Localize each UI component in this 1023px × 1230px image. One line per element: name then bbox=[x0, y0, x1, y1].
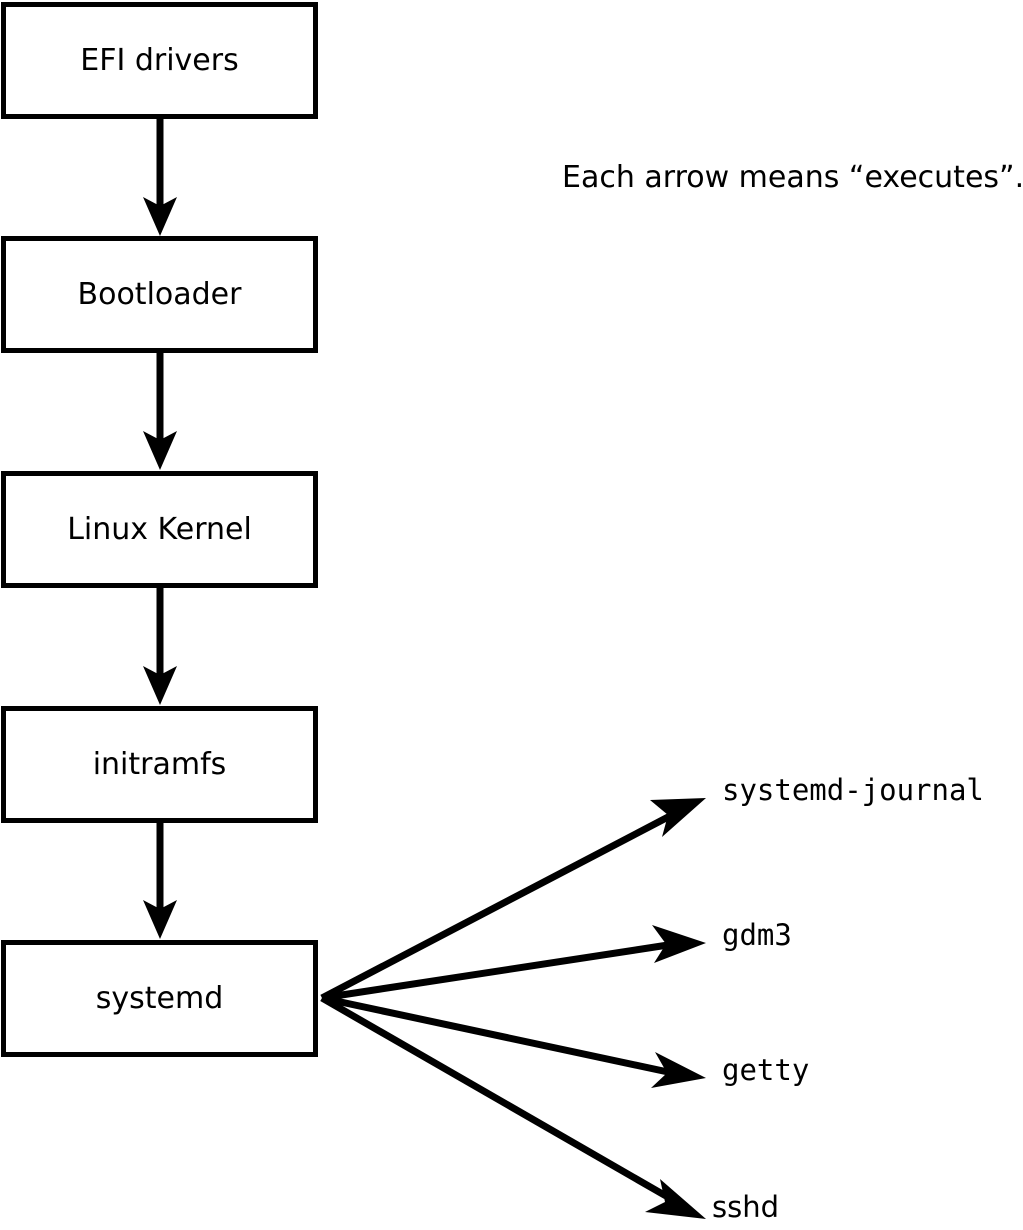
boot-stage-box-linux-kernel[interactable]: Linux Kernel bbox=[1, 471, 318, 588]
arrow-systemd-to-systemd-journal bbox=[320, 798, 706, 1002]
arrow-efi-drivers-to-bootloader bbox=[143, 119, 177, 236]
service-label-sshd: sshd bbox=[712, 1190, 780, 1224]
arrow-systemd-to-getty bbox=[321, 994, 706, 1088]
boot-stage-label-efi-drivers: EFI drivers bbox=[80, 42, 239, 78]
arrow-linux-kernel-to-initramfs bbox=[143, 588, 177, 705]
boot-stage-box-initramfs[interactable]: initramfs bbox=[1, 706, 318, 823]
boot-stage-label-systemd: systemd bbox=[95, 980, 224, 1016]
service-label-getty: getty bbox=[722, 1053, 810, 1087]
boot-stage-label-bootloader: Bootloader bbox=[77, 276, 242, 312]
boot-stage-box-efi-drivers[interactable]: EFI drivers bbox=[1, 2, 318, 119]
arrow-bootloader-to-linux-kernel bbox=[143, 353, 177, 470]
boot-stage-label-linux-kernel: Linux Kernel bbox=[67, 511, 252, 547]
arrow-initramfs-to-systemd bbox=[143, 823, 177, 939]
service-label-systemd-journal: systemd-journal bbox=[722, 773, 984, 807]
arrow-systemd-to-sshd bbox=[320, 994, 706, 1219]
boot-stage-box-systemd[interactable]: systemd bbox=[1, 940, 318, 1057]
legend-note-text: Each arrow means “executes”. bbox=[562, 160, 1023, 195]
arrow-systemd-to-gdm3 bbox=[321, 925, 706, 1002]
boot-stage-box-bootloader[interactable]: Bootloader bbox=[1, 236, 318, 353]
boot-stage-label-initramfs: initramfs bbox=[92, 746, 227, 782]
service-label-gdm3: gdm3 bbox=[722, 918, 792, 952]
